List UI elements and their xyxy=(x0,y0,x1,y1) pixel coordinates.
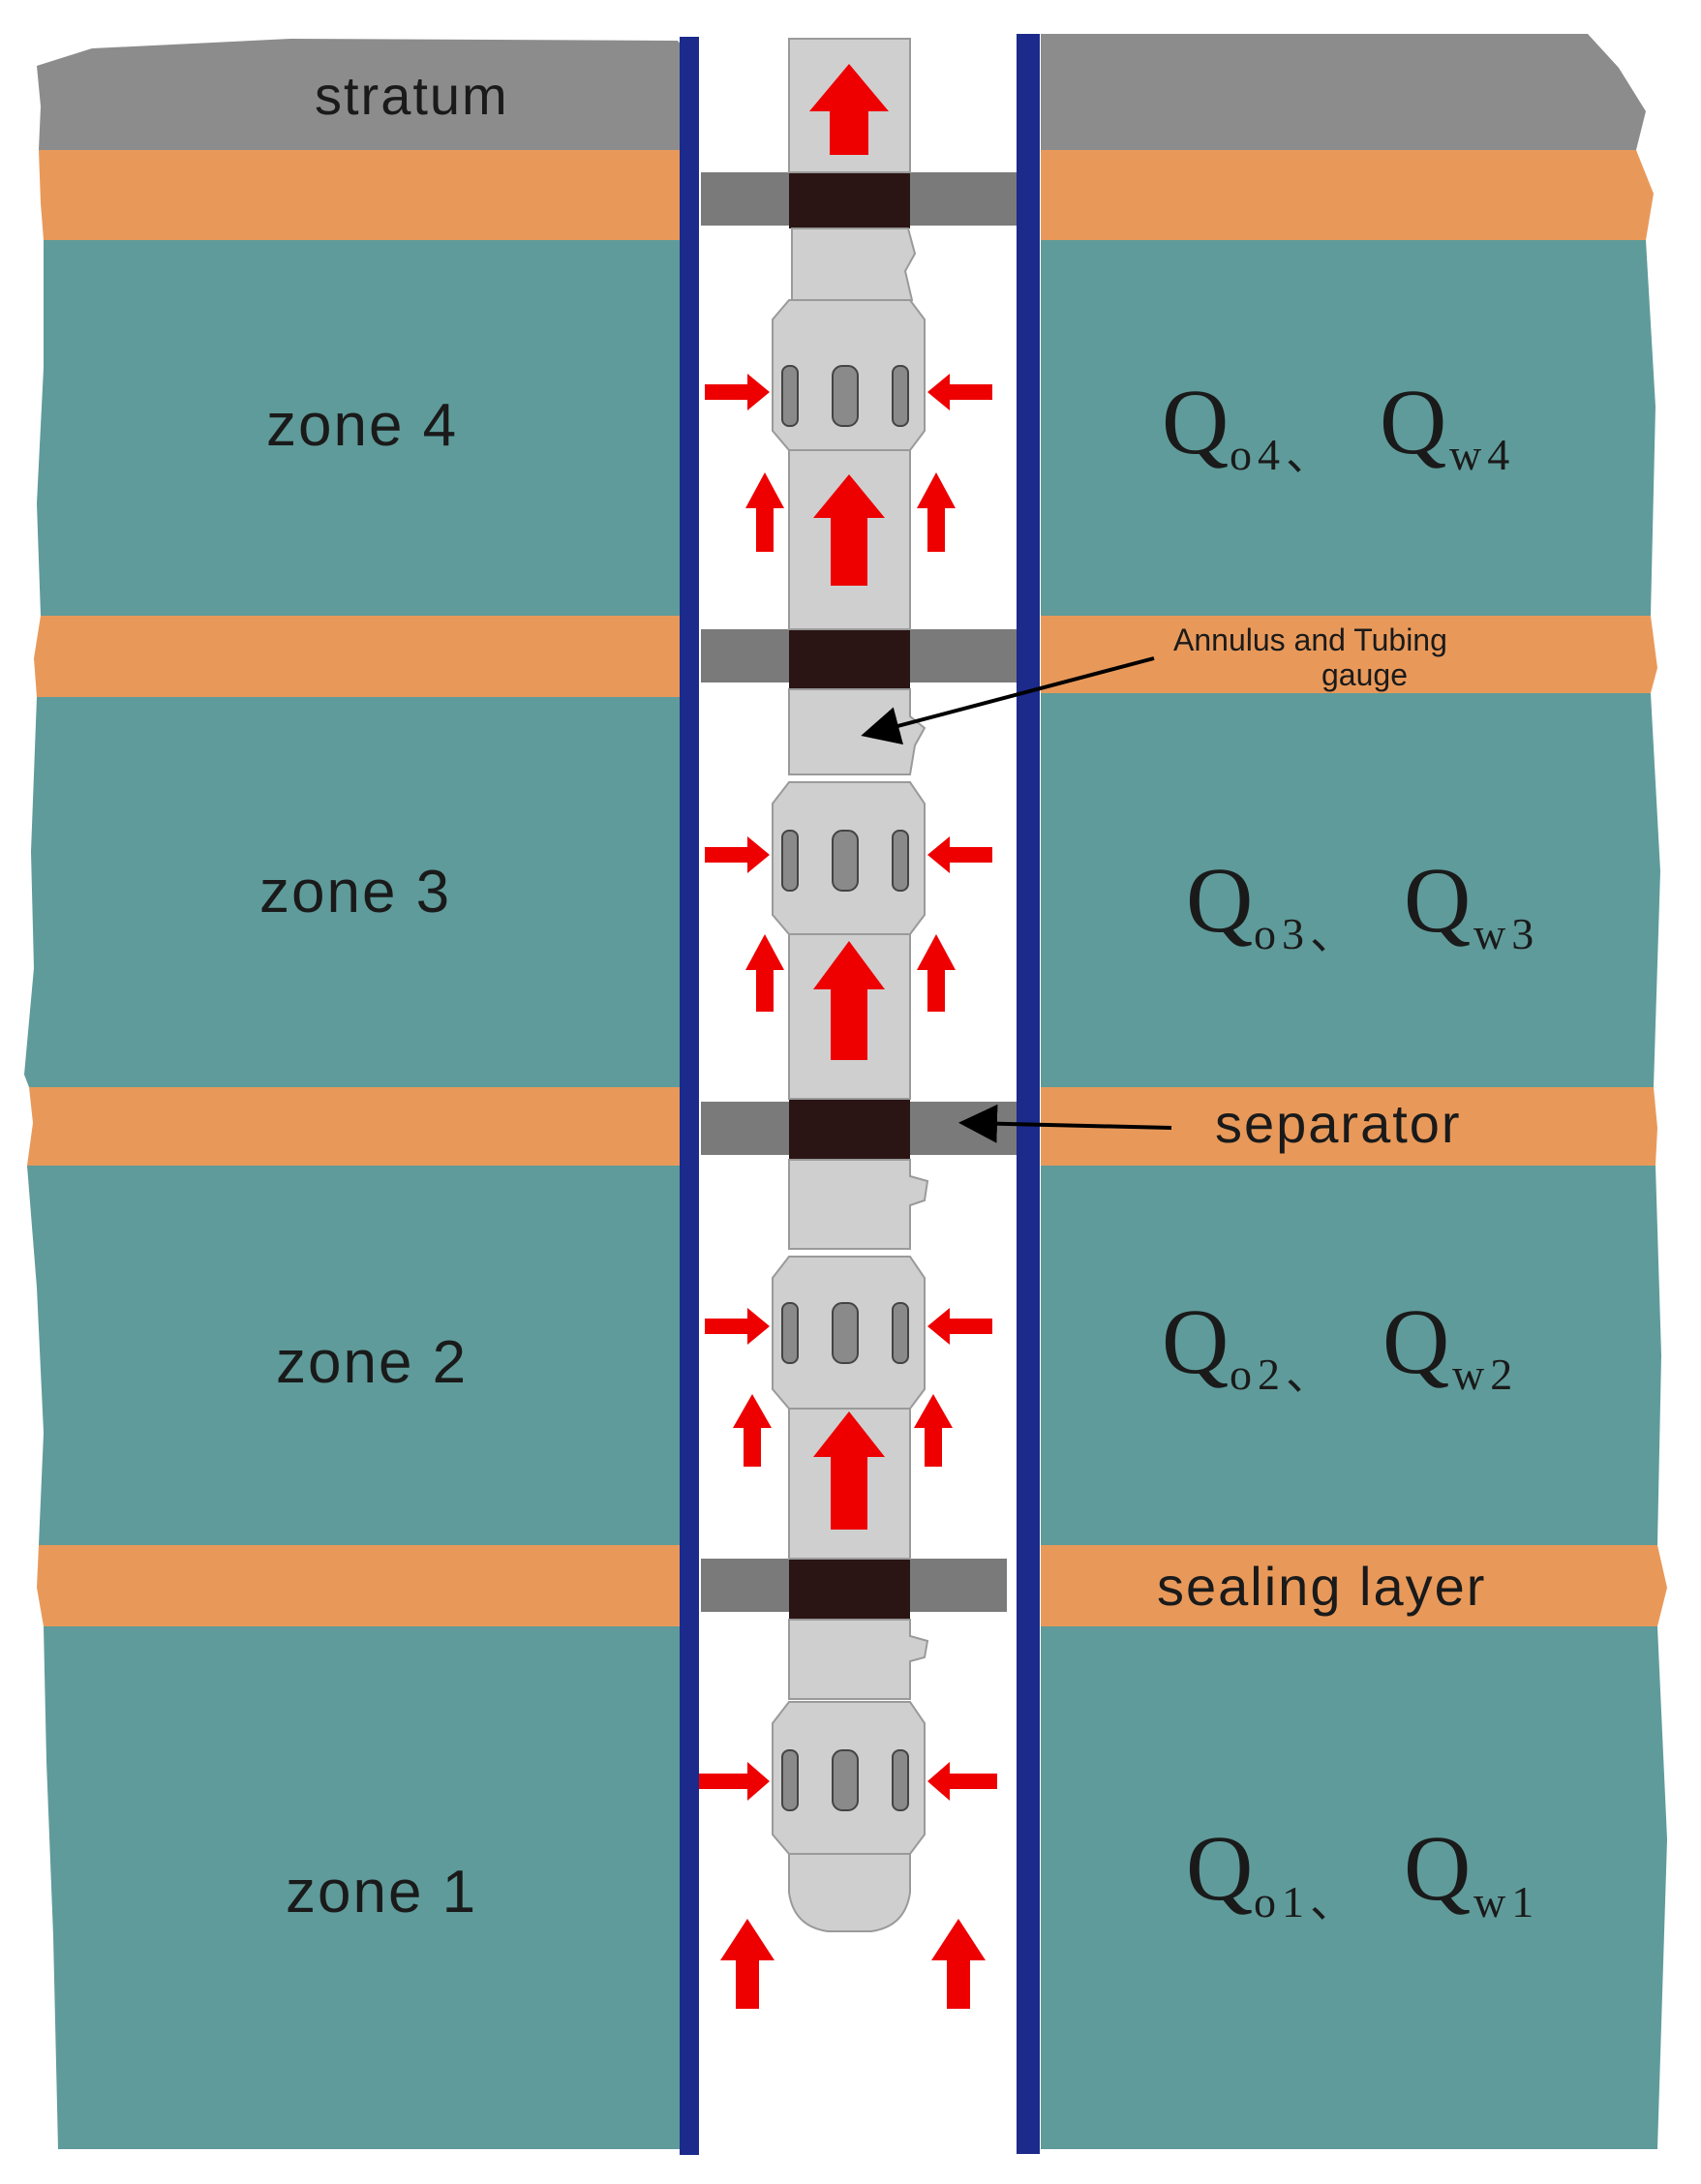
pointer-separator xyxy=(958,1104,1172,1143)
stratum-layer-left xyxy=(37,39,683,150)
flow-arrow-up xyxy=(914,1394,953,1467)
casing-right xyxy=(1017,34,1040,2154)
separator-label: separator xyxy=(1215,1093,1462,1154)
svg-text:Q: Q xyxy=(1186,1816,1253,1920)
flow-arrow-up xyxy=(917,934,956,1012)
flow-arrow-up xyxy=(745,472,784,552)
flow-arrow-up xyxy=(809,64,889,155)
annulus-gauge-label-line2: gauge xyxy=(1321,657,1408,692)
flow-arrow-right xyxy=(699,1762,770,1801)
tool-string xyxy=(772,38,929,1932)
zone-label: zone 2 xyxy=(276,1329,468,1396)
packer-top xyxy=(701,172,1017,228)
zone-4-left xyxy=(37,240,683,616)
inlet-valve-zone-3 xyxy=(772,781,926,935)
svg-text:Q: Q xyxy=(1380,370,1446,473)
svg-text:Q: Q xyxy=(1162,1289,1229,1393)
flow-arrow-right xyxy=(705,1308,770,1345)
left-formation xyxy=(24,39,683,2149)
packers xyxy=(701,172,1017,1620)
svg-text:w2: w2 xyxy=(1452,1350,1518,1399)
zone-1-left xyxy=(44,1626,683,2149)
packer-2 xyxy=(701,629,1017,689)
packer-3-separator xyxy=(701,1094,1017,1160)
annulus-gauge-label: Annulus and Tubing xyxy=(1173,622,1447,657)
flow-arrow-up xyxy=(813,474,885,586)
svg-text:Q: Q xyxy=(1404,848,1471,952)
flow-arrow-up xyxy=(813,941,885,1060)
casing-left xyxy=(680,37,699,2155)
flow-arrow-up xyxy=(917,472,956,552)
zone-3-right xyxy=(1041,693,1660,1087)
flow-rate-zone-1: Q o1、 Q w1 xyxy=(1186,1816,1539,1926)
zone-label: zone 3 xyxy=(259,859,451,925)
svg-text:o3、: o3、 xyxy=(1254,909,1360,958)
flow-rate-zone-2: Q o2、 Q w2 xyxy=(1162,1289,1518,1399)
svg-text:Q: Q xyxy=(1404,1816,1471,1920)
flow-arrows xyxy=(699,64,997,2009)
seal-layer-right-4 xyxy=(1041,1545,1667,1626)
flow-arrow-left xyxy=(927,1762,997,1801)
seal-layer-right-3 xyxy=(1041,1087,1657,1166)
flow-arrow-up xyxy=(745,934,784,1012)
svg-text:Q: Q xyxy=(1186,848,1253,952)
inlet-valve-zone-1 xyxy=(772,1701,926,1855)
zone-2-right xyxy=(1041,1166,1661,1545)
seal-layer-left-top xyxy=(39,150,683,240)
sealing-layer-label: sealing layer xyxy=(1157,1556,1486,1617)
flow-rate-zone-3: Q o3、 Q w3 xyxy=(1186,848,1539,958)
right-formation xyxy=(1041,34,1667,2149)
pointer-lines xyxy=(861,656,1172,1143)
zone-1-right xyxy=(1041,1626,1667,2149)
packer-4-sealing xyxy=(701,1554,1007,1620)
svg-text:o1、: o1、 xyxy=(1254,1877,1360,1926)
seal-layer-left-4 xyxy=(37,1545,683,1626)
svg-text:o2、: o2、 xyxy=(1230,1350,1336,1399)
seal-layer-left-3 xyxy=(27,1087,683,1166)
svg-text:w4: w4 xyxy=(1449,430,1515,479)
flow-arrow-up xyxy=(931,1919,986,2009)
stratum-layer-right xyxy=(1041,34,1646,150)
stratum-label: stratum xyxy=(315,65,509,126)
zone-4-right xyxy=(1041,240,1655,616)
inlet-valve-zone-4 xyxy=(772,299,926,451)
zone-label: zone 4 xyxy=(266,392,458,459)
flow-arrow-left xyxy=(927,374,992,410)
seal-layer-left-2 xyxy=(34,616,683,697)
pointer-annulus-gauge xyxy=(861,656,1155,745)
flow-arrow-left xyxy=(927,836,992,873)
svg-text:w3: w3 xyxy=(1473,909,1539,958)
svg-text:Q: Q xyxy=(1382,1289,1449,1393)
tool-bottom-nose xyxy=(788,1853,911,1932)
seal-layer-right-top xyxy=(1041,150,1654,240)
zone-label: zone 1 xyxy=(286,1859,477,1926)
inlet-valve-zone-2 xyxy=(772,1256,926,1410)
zone-2-left xyxy=(27,1166,683,1545)
flow-arrow-left xyxy=(927,1308,992,1345)
flow-rate-zone-4: Q o4、 Q w4 xyxy=(1162,370,1515,479)
flow-arrow-up xyxy=(720,1919,775,2009)
flow-arrow-up xyxy=(813,1411,885,1530)
zone-3-left xyxy=(24,697,683,1087)
seal-layer-right-2 xyxy=(1041,616,1657,693)
flow-arrow-up xyxy=(733,1394,772,1467)
flow-arrow-right xyxy=(705,374,770,410)
svg-text:w1: w1 xyxy=(1473,1877,1539,1926)
flow-arrow-right xyxy=(705,836,770,873)
svg-text:o4、: o4、 xyxy=(1230,430,1336,479)
svg-text:Q: Q xyxy=(1162,370,1229,473)
